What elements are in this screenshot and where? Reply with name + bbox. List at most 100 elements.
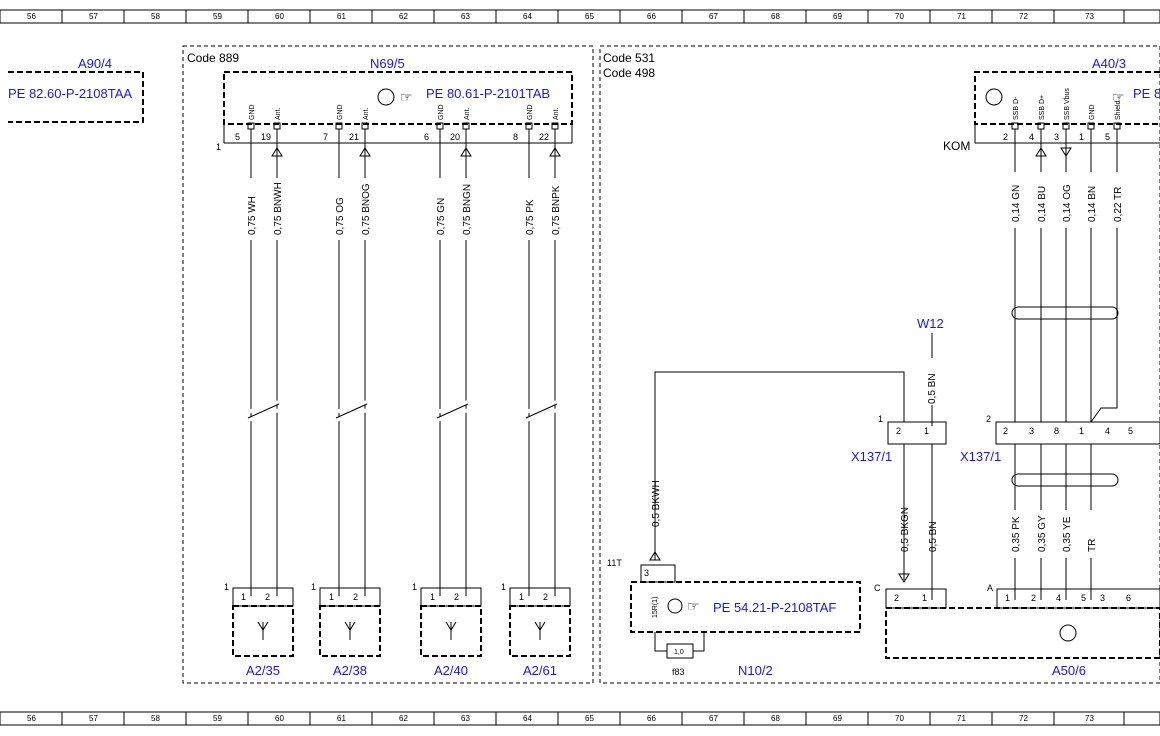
a50-6-pin-a: 1: [1005, 593, 1010, 603]
a90-4-label: A90/4: [78, 56, 112, 71]
wire-label: 0,14 OG: [1062, 184, 1073, 222]
a40-3-pin-number: 4: [1029, 132, 1034, 142]
ruler-column-label: 71: [957, 12, 966, 21]
code-531-block: [599, 45, 1160, 684]
n69-5-pin-number: 7: [323, 132, 328, 142]
shield-wire: [1090, 228, 1118, 423]
ruler-column-label: 68: [771, 714, 780, 723]
component-n69-5[interactable]: N69/5 ☞ PE 80.61-P-2101TAB: [223, 56, 573, 144]
a40-3-pin-function: Shield: [1115, 100, 1122, 120]
component-a90-4[interactable]: A90/4 PE 82.60-P-2108TAA: [8, 56, 144, 123]
antenna-connector-mark: 1: [224, 582, 229, 592]
x137a-pin-1: 1: [924, 426, 929, 436]
ruler-column-label: 64: [523, 714, 532, 723]
n69-5-pin-function: Ant.: [363, 107, 370, 120]
wire-label: 0,75 BNPK: [551, 185, 562, 235]
component-n10-2[interactable]: 3 15R(1) ☞ PE 54.21-P-2108TAF N10/2: [630, 564, 861, 678]
wire-label: 0,75 GN: [436, 198, 447, 235]
ruler-column-label: 57: [89, 12, 98, 21]
a40-3-pin-number: 1: [1079, 132, 1084, 142]
ruler-column-label: 62: [399, 12, 408, 21]
ruler-column-label: 56: [27, 12, 36, 21]
a40-3-ref[interactable]: PE 82.: [1133, 86, 1160, 101]
antenna-connector-mark: 1: [311, 582, 316, 592]
ruler-column-label: 58: [151, 12, 160, 21]
n69-5-pin-function: Ant.: [464, 107, 471, 120]
a50-6-pin-c: 1: [922, 593, 927, 603]
x137b-pin-number: 3: [1029, 426, 1034, 436]
wire-label: 0,22 TR: [1113, 187, 1124, 222]
wire-label: 0,14 BN: [1087, 186, 1098, 222]
n69-5-pin-number: 21: [349, 132, 359, 142]
n69-5-pin-function: GND: [249, 104, 256, 120]
antenna-label: A2/61: [523, 663, 557, 678]
wire-label: 0,75 BNOG: [361, 183, 372, 235]
antenna-label: A2/35: [246, 663, 280, 678]
antenna-pin: 1: [519, 592, 524, 602]
x137b-pin-number: 4: [1105, 426, 1110, 436]
connector-x137-1-left[interactable]: 1 X137/1 2 1: [851, 414, 947, 464]
antenna-connector-mark: 1: [501, 582, 506, 592]
n69-5-pin-function: Ant.: [553, 107, 560, 120]
a40-3-pin-number: 5: [1105, 132, 1110, 142]
antenna-pin: 1: [430, 592, 435, 602]
fuse-f83[interactable]: 1,0 f83: [654, 632, 705, 677]
a90-4-ref[interactable]: PE 82.60-P-2108TAA: [8, 86, 132, 101]
n69-5-pin-function: GND: [527, 104, 534, 120]
n69-5-pin-function: Ant.: [275, 107, 282, 120]
a50-6-pin-c: 2: [894, 593, 899, 603]
ruler-column-label: 65: [585, 714, 594, 723]
twist-mark: [525, 403, 558, 419]
wire-label-n10-2: 0,5 BKWH: [651, 480, 662, 527]
ruler-column-label: 70: [895, 714, 904, 723]
ruler-column-label: 69: [833, 12, 842, 21]
fuse-label: f83: [672, 667, 685, 677]
ruler-column-label: 70: [895, 12, 904, 21]
code-889-label: Code 889: [187, 51, 239, 65]
arrow-up-icon: [649, 551, 661, 561]
a40-3-pin-function: SSB D+: [1039, 95, 1046, 120]
a50-6-label: A50/6: [1052, 663, 1086, 678]
antenna-body: [420, 605, 482, 657]
ruler-column-label: 64: [523, 12, 532, 21]
n10-2-ref[interactable]: PE 54.21-P-2108TAF: [713, 600, 836, 615]
x137b-pin-number: 1: [1079, 426, 1084, 436]
a40-3-connector-label: KOM: [943, 139, 970, 153]
n69-5-connector-mark: 1: [216, 142, 221, 152]
x137b-mark: 2: [986, 414, 991, 424]
ruler-column-label: 65: [585, 12, 594, 21]
a40-3-pin-function: GND: [1089, 104, 1096, 120]
ruler-column-label: 58: [151, 714, 160, 723]
n69-5-ref[interactable]: PE 80.61-P-2101TAB: [426, 86, 550, 101]
a50-6-pin-a: 3: [1100, 593, 1105, 603]
ruler-column-label: 63: [461, 714, 470, 723]
w12-label[interactable]: W12: [917, 316, 944, 331]
x137b-pin-number: 2: [1003, 426, 1008, 436]
wire-label: 0,35 YE: [1062, 516, 1073, 552]
x137-1-right-label: X137/1: [960, 449, 1001, 464]
ruler-column-label: 71: [957, 714, 966, 723]
pointing-hand-icon: ☞: [400, 89, 413, 105]
transistor-icon: [667, 598, 683, 614]
antenna-body: [509, 605, 571, 657]
n69-5-pin-number: 22: [539, 132, 549, 142]
wire-label: TR: [1087, 539, 1098, 552]
ruler-column-label: 66: [647, 714, 656, 723]
antenna-label: A2/40: [434, 663, 468, 678]
x137-1-left-label: X137/1: [851, 449, 892, 464]
n10-2-terminal: 11T: [607, 558, 622, 568]
ruler-column-label: 68: [771, 12, 780, 21]
a50-6-pin-a: 2: [1031, 593, 1036, 603]
ruler-column-label: 67: [709, 12, 718, 21]
component-a40-3[interactable]: A40/3 ☞ PE 82.: [974, 56, 1160, 144]
n69-5-label: N69/5: [370, 56, 405, 71]
x137b-pin-number: 8: [1054, 426, 1059, 436]
twist-mark: [436, 403, 469, 419]
